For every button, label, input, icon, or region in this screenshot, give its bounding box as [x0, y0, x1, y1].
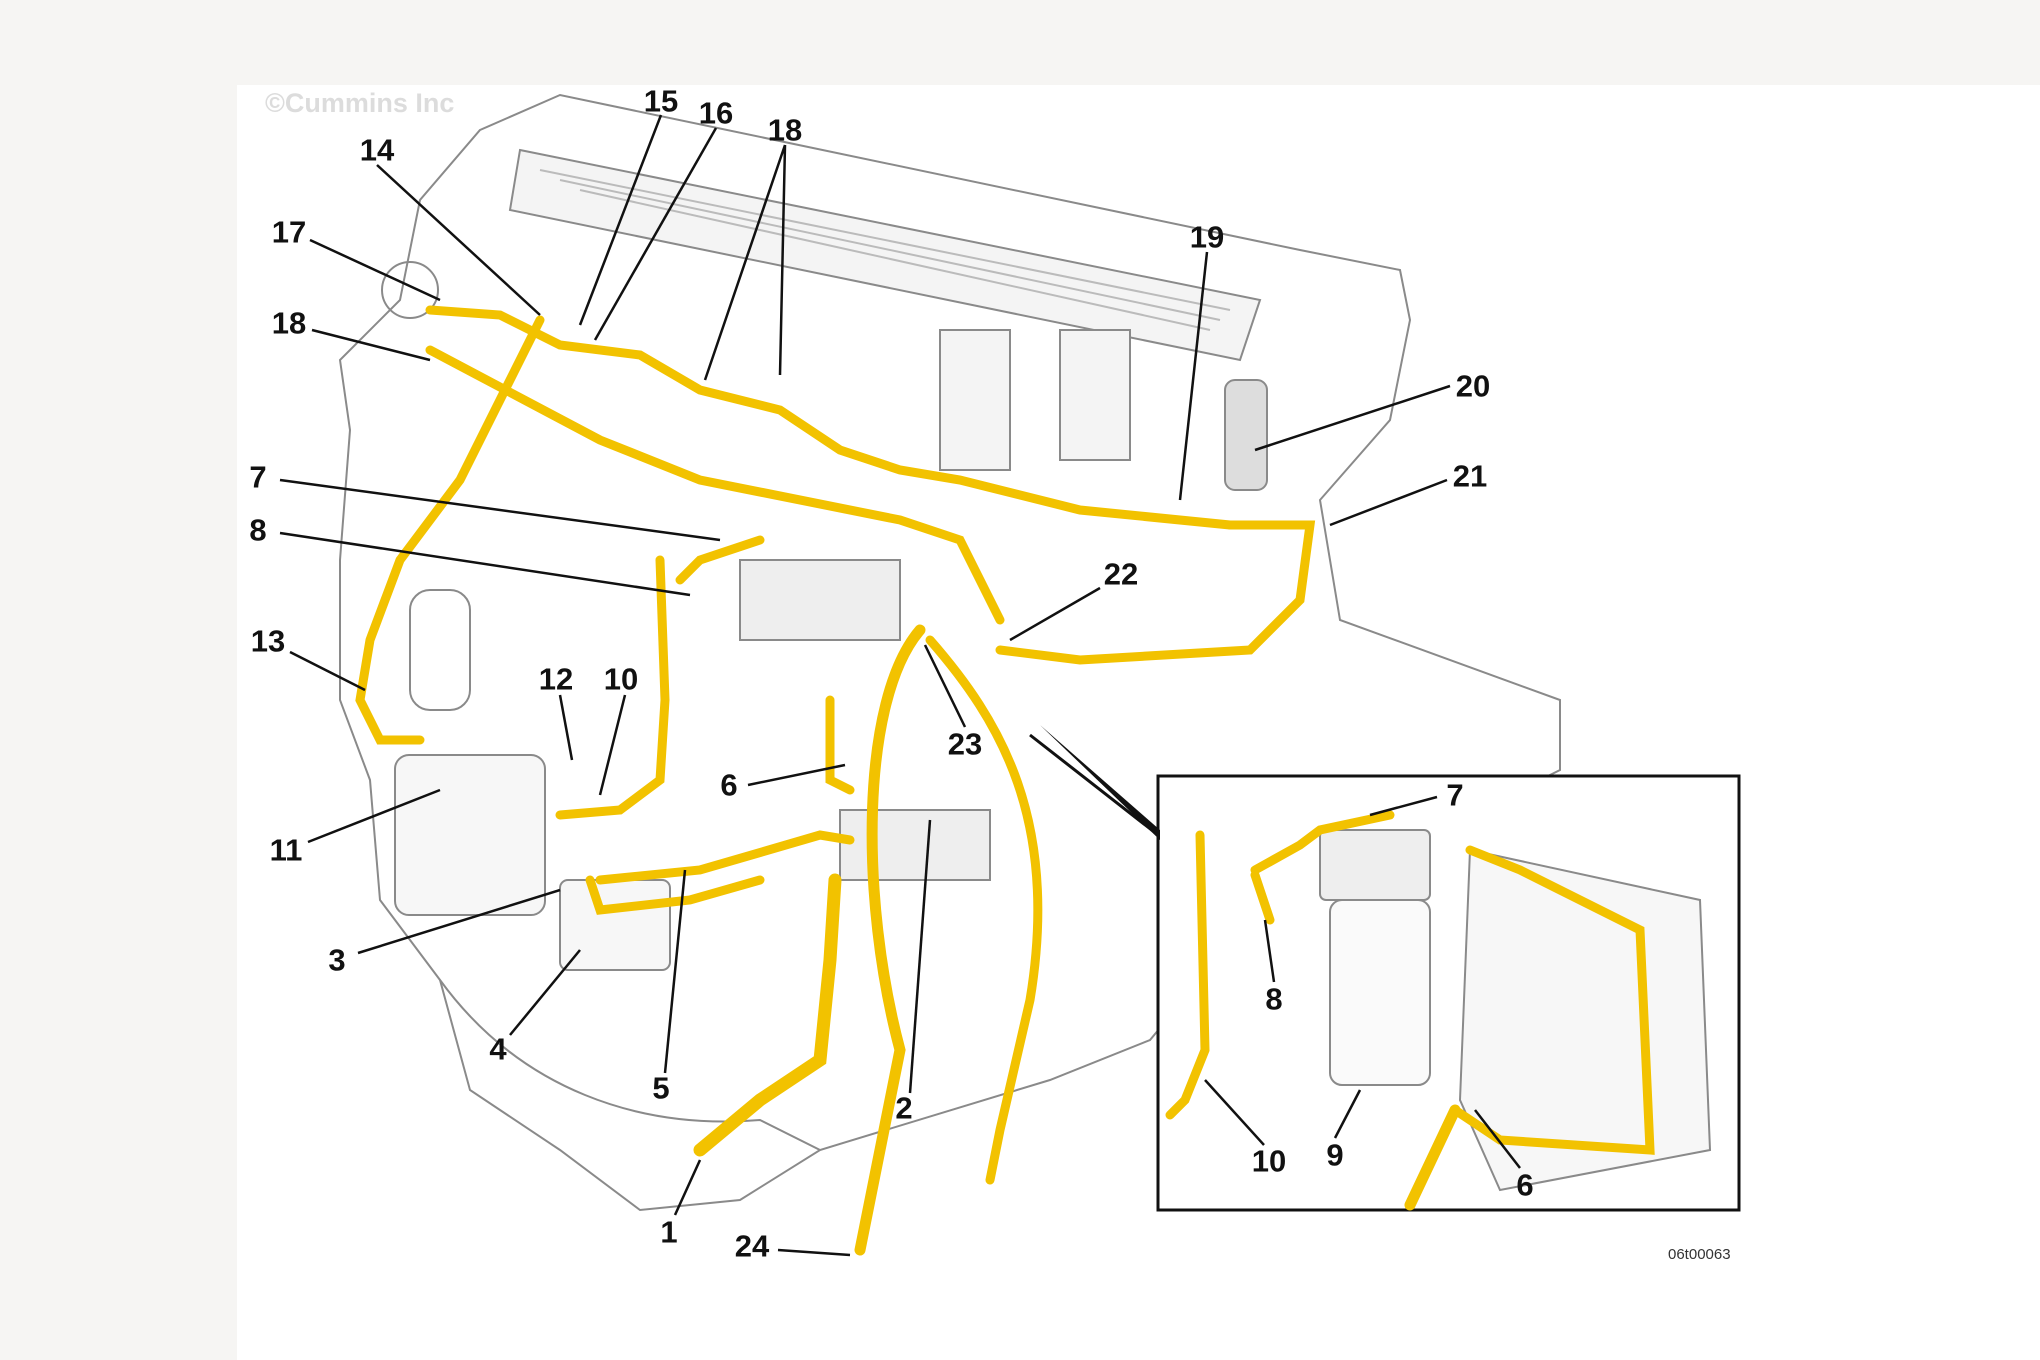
callout-21: 21	[1452, 458, 1488, 494]
callout-20: 20	[1455, 368, 1491, 404]
callout-23: 23	[947, 726, 983, 762]
filter-inset	[1029, 725, 1741, 1212]
callout-7: 7	[249, 459, 267, 495]
inset-callout-7: 7	[1446, 777, 1464, 813]
callout-6: 6	[720, 767, 738, 803]
callout-1: 1	[660, 1214, 678, 1250]
callout-24: 24	[734, 1228, 770, 1264]
callout-12: 12	[538, 661, 574, 697]
callout-3: 3	[328, 942, 346, 978]
callout-17: 17	[271, 214, 307, 250]
figure-code: 06t00063	[1668, 1246, 1731, 1263]
leader-lines	[279, 114, 1521, 1257]
callout-14: 14	[359, 132, 395, 168]
callout-5: 5	[652, 1070, 670, 1106]
inset-callout-8: 8	[1265, 981, 1283, 1017]
inset-callout-10: 10	[1251, 1143, 1287, 1179]
inset-pointer	[1029, 733, 1159, 837]
inset-callout-6: 6	[1516, 1167, 1534, 1203]
inset-callout-9: 9	[1326, 1137, 1344, 1173]
copyright-watermark: ©Cummins Inc	[265, 88, 455, 118]
callout-19: 19	[1189, 219, 1225, 255]
callout-10: 10	[603, 661, 639, 697]
callout-18-top: 18	[767, 112, 803, 148]
callout-22: 22	[1103, 556, 1139, 592]
callout-4: 4	[489, 1031, 507, 1067]
callout-8: 8	[249, 512, 267, 548]
fuel-lines	[355, 305, 1316, 1256]
callout-15: 15	[643, 83, 679, 119]
callout-11: 11	[269, 832, 303, 868]
callout-18-left: 18	[271, 305, 307, 341]
callout-2: 2	[895, 1090, 913, 1126]
callout-16: 16	[698, 95, 734, 131]
callout-13: 13	[250, 623, 286, 659]
engine-block-outline	[338, 93, 1561, 1212]
